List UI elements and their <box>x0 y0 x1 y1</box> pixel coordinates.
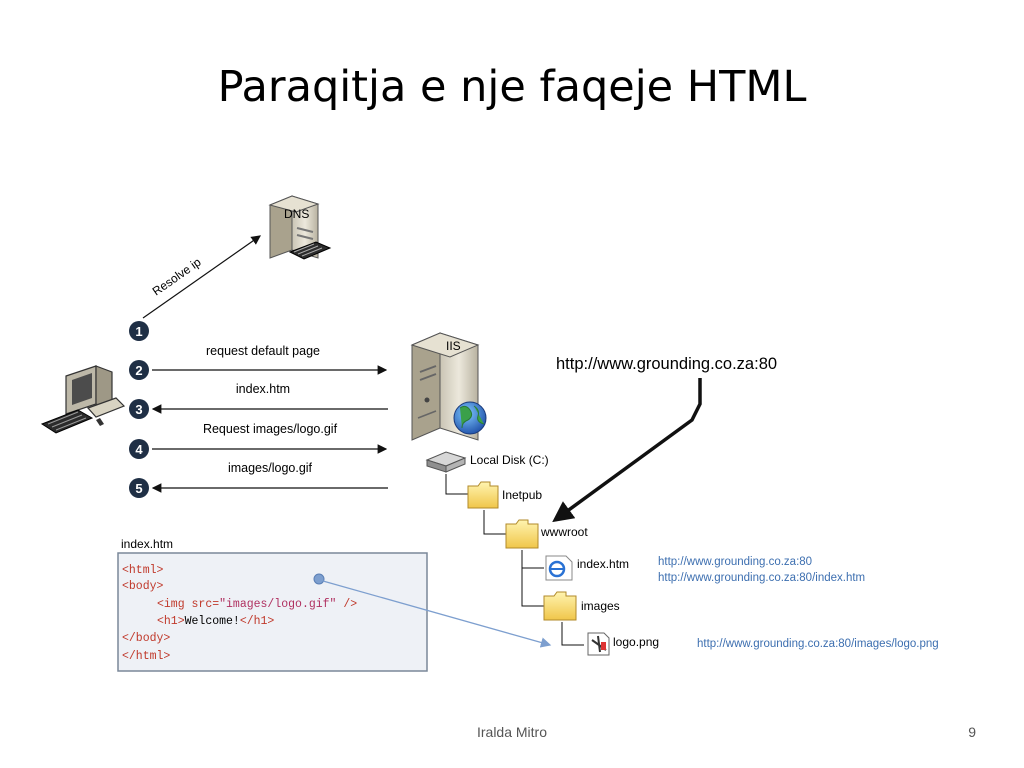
url-to-wwwroot-arrow <box>552 378 702 523</box>
code-img-value: "images/logo.gif" <box>219 598 336 611</box>
step-2-circle <box>129 360 149 380</box>
code-body-open: <body> <box>122 580 164 593</box>
client-computer-icon <box>40 365 126 434</box>
step-2-label: request default page <box>206 344 320 358</box>
step-1-circle <box>129 321 149 341</box>
code-h1-open: <h1> <box>157 615 185 628</box>
code-h1-close: </h1> <box>240 615 275 628</box>
tree-connector-wwwroot-children <box>521 550 544 607</box>
tree-inetpub-label: Inetpub <box>502 488 542 502</box>
step-5-label: images/logo.gif <box>228 461 313 475</box>
tree-index-label: index.htm <box>577 557 629 571</box>
tree-connector-inetpub <box>445 474 468 495</box>
slide-title: Paraqitja e nje faqeje HTML <box>217 62 807 112</box>
dns-server-icon <box>268 195 332 260</box>
image-file-icon <box>587 632 610 656</box>
iis-label: IIS <box>446 339 461 353</box>
dns-label: DNS <box>284 207 309 221</box>
step-circles: 1 2 3 4 5 <box>129 321 149 498</box>
resolve-ip-label: Resolve ip <box>150 255 204 299</box>
inetpub-folder-icon <box>467 481 499 509</box>
code-h1-text: Welcome! <box>185 615 240 628</box>
step-3-number: 3 <box>135 402 142 417</box>
index-url-1: http://www.grounding.co.za:80 <box>658 556 812 568</box>
tree-images-label: images <box>581 599 620 613</box>
wwwroot-folder-icon <box>505 519 539 549</box>
code-img-attr: src= <box>192 598 220 611</box>
step-4-label: Request images/logo.gif <box>203 422 338 436</box>
code-to-logo-arrow <box>322 580 552 648</box>
address-url: http://www.grounding.co.za:80 <box>556 355 777 373</box>
tree-connector-wwwroot <box>483 510 506 535</box>
index-url-2: http://www.grounding.co.za:80/index.htm <box>658 572 865 584</box>
step-3-circle <box>129 399 149 419</box>
tree-connector-logo <box>561 622 584 646</box>
images-folder-icon <box>543 591 577 621</box>
tree-logo-label: logo.png <box>613 635 659 649</box>
code-line-1: <html> <box>122 564 164 577</box>
footer-author: Iralda Mitro <box>476 724 548 740</box>
globe-icon <box>453 401 487 435</box>
code-line-6: </html> <box>122 650 170 663</box>
step-4-circle <box>129 439 149 459</box>
code-line-2: <body> <box>122 580 164 593</box>
step-2-number: 2 <box>135 363 142 378</box>
tree-wwwroot-label: wwwroot <box>540 525 588 539</box>
code-reference-dot <box>313 573 325 585</box>
step-5-number: 5 <box>135 481 142 496</box>
step-4-number: 4 <box>135 442 143 457</box>
code-line-3: <img src="images/logo.gif" /> <box>157 598 357 611</box>
tree-disk-label: Local Disk (C:) <box>470 453 549 467</box>
code-img-tag: <img <box>157 598 192 611</box>
code-body-close: </body> <box>122 632 170 645</box>
resolve-ip-arrow <box>142 235 261 319</box>
code-html-open: <html> <box>122 564 164 577</box>
ie-file-icon <box>545 555 573 581</box>
code-panel <box>117 552 428 672</box>
page-number: 9 <box>968 724 976 740</box>
code-img-end: /> <box>336 598 357 611</box>
code-html-close: </html> <box>122 650 170 663</box>
code-panel-filename: index.htm <box>121 537 173 551</box>
disk-icon <box>425 451 467 473</box>
logo-url: http://www.grounding.co.za:80/images/log… <box>697 638 939 650</box>
step-1-number: 1 <box>135 324 142 339</box>
step-3-label: index.htm <box>236 382 290 396</box>
code-line-4: <h1>Welcome!</h1> <box>157 615 274 628</box>
step-5-circle <box>129 478 149 498</box>
code-line-5: </body> <box>122 632 170 645</box>
